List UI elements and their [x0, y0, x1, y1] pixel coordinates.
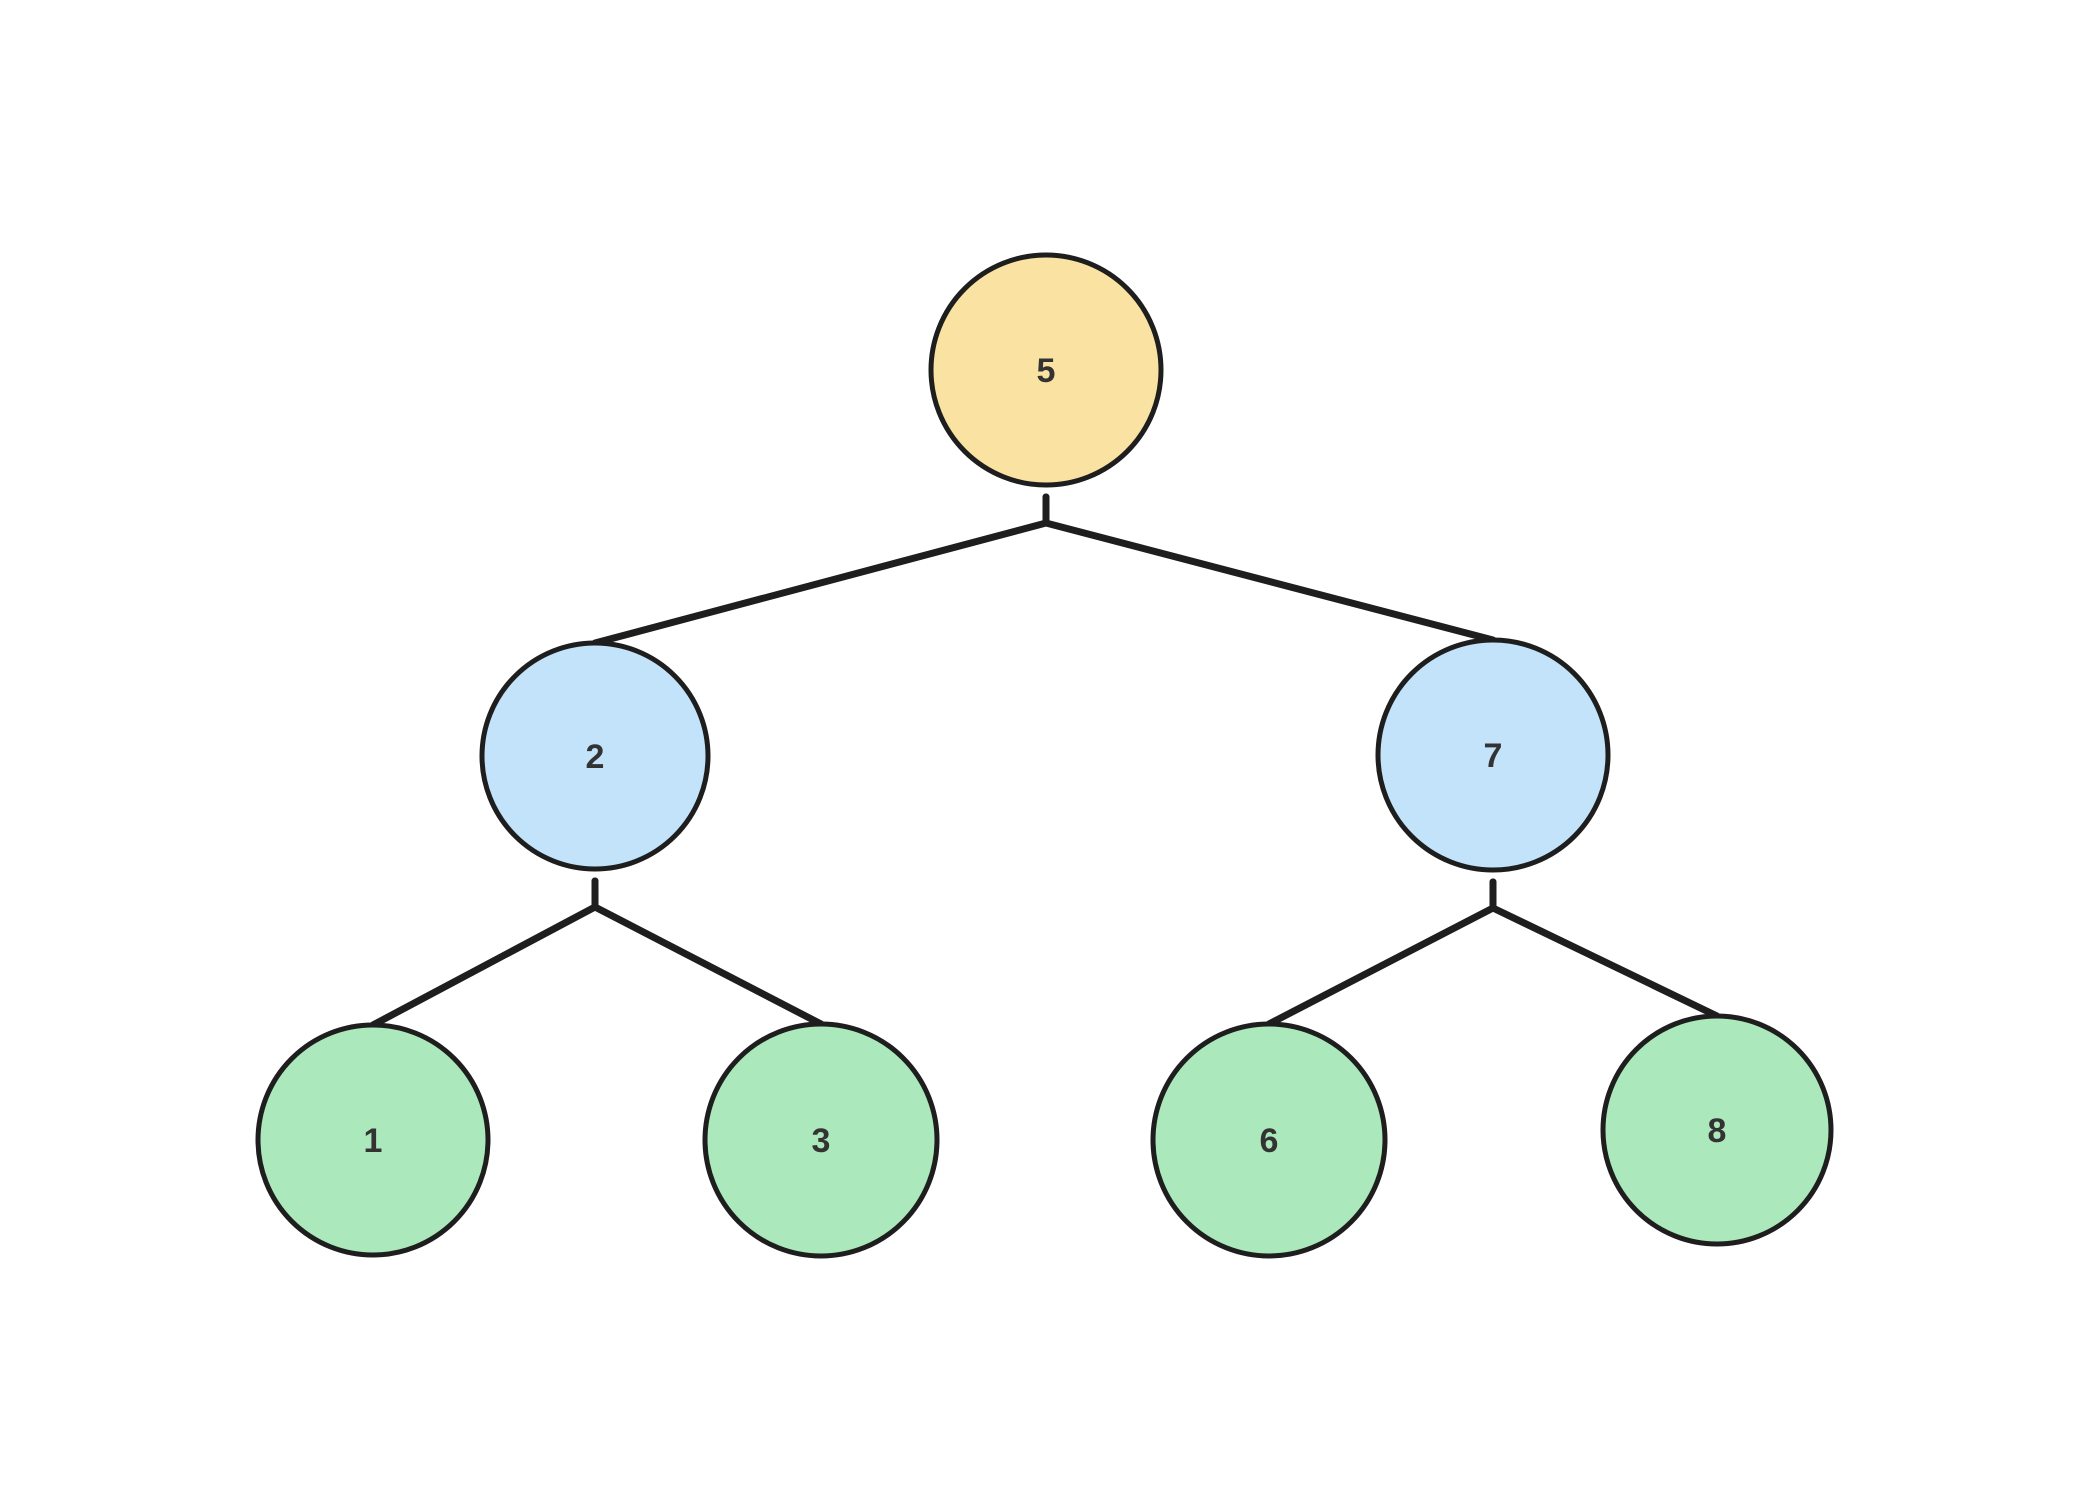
edges-layer [369, 493, 1721, 1029]
node-label: 1 [364, 1122, 383, 1160]
edge-2-1 [369, 877, 599, 1029]
tree-node-3[interactable]: 3 [702, 1021, 940, 1259]
tree-node-1[interactable]: 1 [255, 1022, 491, 1258]
tree-node-2[interactable]: 2 [479, 640, 711, 872]
node-circle-leaf[interactable] [702, 1021, 940, 1259]
edge-7-6 [1265, 878, 1497, 1028]
tree-node-7[interactable]: 7 [1375, 637, 1611, 873]
node-label: 2 [586, 738, 605, 776]
node-circle-leaf[interactable] [1150, 1021, 1388, 1259]
node-label: 3 [812, 1122, 831, 1160]
tree-node-8[interactable]: 8 [1600, 1013, 1834, 1247]
nodes-layer: 5 2 7 1 3 6 8 [255, 252, 1834, 1259]
node-circle-internal[interactable] [479, 640, 711, 872]
edge-7-8 [1489, 878, 1721, 1020]
edge-2-3 [591, 877, 825, 1028]
node-label: 8 [1708, 1112, 1727, 1150]
node-circle-leaf[interactable] [255, 1022, 491, 1258]
tree-node-5[interactable]: 5 [928, 252, 1164, 488]
edge-5-2 [591, 493, 1050, 647]
node-circle-leaf[interactable] [1600, 1013, 1834, 1247]
edge-5-7 [1042, 493, 1497, 644]
node-label: 6 [1260, 1122, 1279, 1160]
tree-node-6[interactable]: 6 [1150, 1021, 1388, 1259]
node-circle-internal[interactable] [1375, 637, 1611, 873]
node-label: 7 [1484, 737, 1503, 775]
node-circle-root[interactable] [928, 252, 1164, 488]
node-label: 5 [1037, 352, 1056, 390]
